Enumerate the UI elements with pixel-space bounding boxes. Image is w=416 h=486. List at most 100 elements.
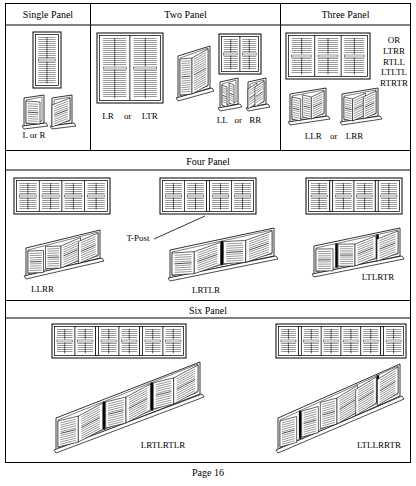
divider-rail: [47, 257, 59, 258]
louver: [230, 88, 234, 90]
louver: [282, 426, 295, 429]
tilt-rod: [350, 329, 351, 340]
divider-rail: [175, 263, 192, 264]
table-rule: [5, 318, 411, 319]
louver: [129, 395, 147, 405]
louver: [318, 255, 331, 256]
louver: [354, 101, 364, 106]
louver: [345, 117, 352, 119]
shutter-perspective-view: [288, 88, 330, 125]
shutter-panel: [333, 181, 354, 212]
louver: [230, 97, 234, 99]
divider-rail: [313, 103, 323, 108]
louver: [345, 100, 352, 102]
t-post: [299, 411, 302, 439]
tilt-rod: [129, 343, 130, 354]
shutter-front-view: [286, 33, 370, 79]
tilt-rod: [50, 198, 51, 210]
shutter-perspective-view: [312, 228, 404, 277]
shutter-panel: [192, 49, 208, 94]
louver: [181, 71, 190, 73]
shutter-panel: [126, 384, 150, 423]
shutter-panel: [210, 181, 232, 212]
louver: [293, 100, 300, 102]
shutter-panel: [26, 101, 40, 124]
leader-line: [154, 216, 205, 239]
shutter-front-view: [160, 178, 256, 214]
window-frame: [52, 324, 186, 358]
shutter-panel: [363, 91, 376, 119]
louver: [177, 373, 195, 383]
louver: [223, 97, 227, 99]
divider-rail: [177, 380, 195, 390]
tilt-rod: [64, 343, 65, 354]
shutter-panel: [172, 252, 194, 275]
louver: [181, 84, 190, 86]
tilt-rod: [301, 38, 302, 55]
window-frame: [286, 33, 370, 79]
divider-rail: [304, 340, 319, 342]
shutter-panel: [174, 365, 198, 404]
shutter-panel: [224, 240, 246, 263]
louver: [313, 94, 323, 99]
divider-rail: [234, 195, 251, 197]
tilt-rod: [27, 198, 28, 210]
tilt-rod: [85, 329, 86, 340]
tilt-rod: [350, 343, 351, 354]
louver: [340, 263, 353, 264]
louver: [322, 418, 335, 421]
tilt-rod: [64, 329, 65, 340]
louver: [365, 96, 375, 101]
louver: [380, 375, 396, 385]
window-casing: [220, 78, 238, 108]
shutter-panel: [78, 403, 102, 442]
shutter-panel: [337, 385, 358, 424]
tilt-rod: [73, 183, 74, 195]
louver: [304, 102, 311, 104]
louver: [60, 426, 75, 430]
shutter-front-view: [52, 324, 186, 358]
louver: [313, 111, 323, 116]
louver: [304, 110, 311, 112]
louver: [175, 269, 192, 270]
configuration-code: LR or LTR: [97, 111, 163, 121]
window-frame-inner: [279, 327, 404, 356]
louver: [181, 89, 190, 91]
t-post: [381, 327, 384, 356]
divider-rail: [224, 53, 238, 55]
shutter-panel: [106, 397, 126, 428]
louver: [30, 267, 42, 268]
window-frame-inner: [309, 181, 400, 212]
louver: [340, 253, 353, 254]
louver: [340, 261, 353, 262]
louver: [181, 86, 190, 88]
tilt-rod: [195, 183, 196, 195]
t-post: [221, 241, 224, 265]
louver: [223, 90, 227, 92]
louver: [226, 253, 243, 254]
window-frame-inner: [55, 327, 184, 356]
louver: [339, 409, 355, 419]
louver: [380, 390, 396, 400]
tilt-rod: [145, 38, 146, 67]
louver: [354, 98, 364, 103]
shutter-panel: [377, 367, 398, 406]
louver: [345, 102, 352, 104]
tilt-rod: [108, 343, 109, 354]
louver: [304, 108, 311, 110]
divider-rail: [103, 67, 126, 69]
louver: [293, 115, 300, 117]
louver: [256, 86, 263, 91]
divider-rail: [363, 340, 378, 342]
shutter-panel: [99, 327, 120, 356]
louver: [365, 109, 375, 114]
louver: [322, 410, 335, 413]
louver: [226, 260, 243, 261]
louver: [197, 256, 217, 263]
shutter-perspective-view: [176, 46, 214, 101]
shutter-front-view: [306, 178, 402, 214]
louver: [30, 257, 42, 258]
louver: [47, 259, 59, 260]
divider-rail: [318, 55, 338, 57]
